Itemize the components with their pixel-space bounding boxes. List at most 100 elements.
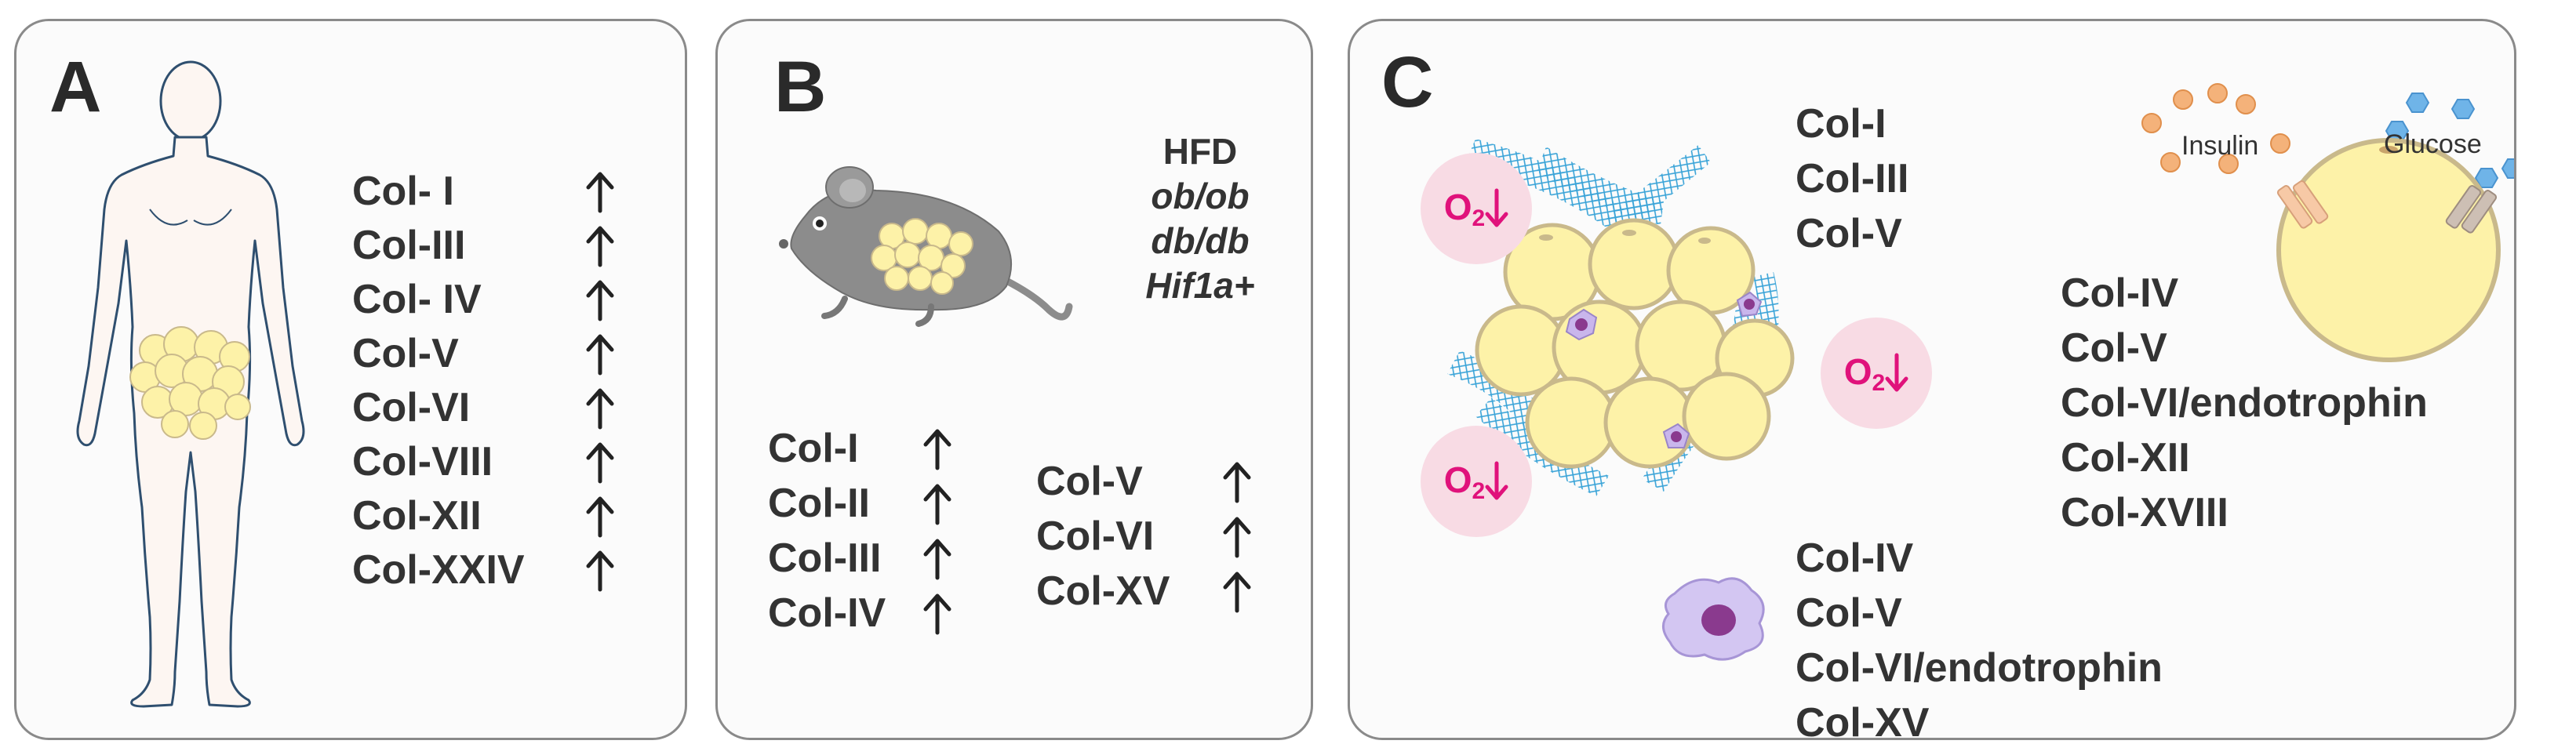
collagen-label: Col-III xyxy=(1796,156,1909,201)
up-arrow-icon xyxy=(586,226,614,267)
human-figure-icon xyxy=(76,60,305,708)
collagen-item: Col-V xyxy=(352,326,616,380)
panel-b-collagen-list-left: Col-I Col-II Col-III Col-IV xyxy=(768,421,953,641)
hypoxia-bubble-2: O2 xyxy=(1821,318,1932,429)
collagen-label: Col-V xyxy=(1796,590,1902,636)
collagen-item: Col-IV xyxy=(768,586,953,641)
collagen-label: Col-V xyxy=(352,330,459,376)
panel-b-collagen-list-right: Col-V Col-VI Col-XV xyxy=(1036,454,1253,619)
collagen-item: Col-IV xyxy=(1796,531,2163,586)
up-arrow-icon xyxy=(1223,572,1251,613)
up-arrow-icon xyxy=(1223,462,1251,503)
collagen-label: Col-V xyxy=(1796,211,1902,256)
insulin-glucose-diagram xyxy=(2141,83,2514,362)
insulin-label: Insulin xyxy=(2181,131,2259,161)
collagen-item: Col-VI xyxy=(352,380,616,434)
up-arrow-icon xyxy=(923,484,951,525)
collagen-label: Col-XII xyxy=(2061,435,2190,481)
collagen-item: Col-VI xyxy=(1036,509,1253,564)
up-arrow-icon xyxy=(923,593,951,635)
collagen-label: Col-VIII xyxy=(352,438,493,485)
collagen-item: Col-VIII xyxy=(352,434,616,488)
collagen-item: Col-V xyxy=(1036,454,1253,509)
model-ob-ob: ob/ob xyxy=(1151,176,1250,217)
collagen-item: Col-XII xyxy=(2061,430,2428,485)
collagen-label: Col-V xyxy=(2061,325,2167,371)
up-arrow-icon xyxy=(586,550,614,591)
model-hif1a: Hif1a+ xyxy=(1145,265,1255,307)
collagen-label: Col-III xyxy=(768,535,882,581)
collagen-label: Col-III xyxy=(352,222,466,268)
hypoxia-bubble-3: O2 xyxy=(1421,426,1532,537)
collagen-label: Col-XII xyxy=(352,492,482,539)
collagen-item: Col-XVIII xyxy=(2061,485,2428,540)
up-arrow-icon xyxy=(586,280,614,321)
collagen-item: Col-VI/endotrophin xyxy=(2061,376,2428,430)
mouse-model-list: HFD ob/ob db/db Hif1a+ xyxy=(1118,129,1283,308)
model-db-db: db/db xyxy=(1151,220,1250,262)
panel-letter-a: A xyxy=(49,47,102,127)
collagen-label: Col-VI xyxy=(352,384,471,430)
glucose-transporter xyxy=(2445,185,2498,234)
mouse-icon xyxy=(779,166,1073,327)
up-arrow-icon xyxy=(923,539,951,580)
collagen-item: Col-XV xyxy=(1036,564,1253,619)
up-arrow-icon xyxy=(923,429,951,470)
collagen-item: Col- I xyxy=(352,164,616,218)
collagen-item: Col-V xyxy=(1796,206,1908,261)
panel-a: A Col- I Col-III Col- IV Col-V Col-VI Col-VII… xyxy=(14,19,687,740)
glucose-label: Glucose xyxy=(2384,129,2482,159)
panel-c: C xyxy=(1348,19,2516,740)
interstitial-immune-cells xyxy=(1565,291,1763,448)
up-arrow-icon xyxy=(586,442,614,483)
collagen-label: Col-I xyxy=(768,426,859,471)
panel-letter-b: B xyxy=(774,47,827,127)
collagen-item: Col-III xyxy=(1796,151,1908,206)
collagen-label: Col- I xyxy=(352,168,454,214)
panel-letter-c: C xyxy=(1381,42,1434,122)
down-arrow-icon xyxy=(1485,188,1508,227)
adipocyte-cluster xyxy=(1475,218,1795,469)
panel-a-collagen-list: Col- I Col-III Col- IV Col-V Col-VI Col-VIII C… xyxy=(352,164,616,597)
up-arrow-icon xyxy=(586,172,614,212)
insulin-molecules xyxy=(2141,83,2290,174)
collagen-item: Col-XII xyxy=(352,488,616,543)
collagen-label: Col-IV xyxy=(1796,535,1914,581)
collagen-label: Col-VI/endotrophin xyxy=(2061,380,2428,426)
macrophage-icon xyxy=(1662,577,1765,661)
collagen-item: Col-IV xyxy=(2061,266,2428,321)
collagen-label: Col-XV xyxy=(1036,568,1170,614)
collagen-item: Col-I xyxy=(768,421,953,476)
collagen-label: Col-I xyxy=(1796,101,1887,147)
glucose-molecules xyxy=(2385,93,2514,188)
collagen-label: Col-V xyxy=(1036,459,1143,504)
collagen-label: Col-IV xyxy=(2061,270,2179,316)
collagen-item: Col-XV xyxy=(1796,695,2163,740)
up-arrow-icon xyxy=(586,496,614,537)
collagen-label: Col-II xyxy=(768,481,870,526)
collagen-item: Col-V xyxy=(2061,321,2428,376)
up-arrow-icon xyxy=(586,388,614,429)
collagen-item: Col-V xyxy=(1796,586,2163,641)
collagen-label: Col-XVIII xyxy=(2061,490,2229,535)
up-arrow-icon xyxy=(1223,517,1251,558)
hypoxia-bubble-1: O2 xyxy=(1421,153,1532,264)
collagen-item: Col-III xyxy=(768,531,953,586)
collagen-label: Col-XXIV xyxy=(352,546,525,593)
collagen-label: Col-VI xyxy=(1036,514,1155,559)
up-arrow-icon xyxy=(586,334,614,375)
collagen-label: Col-IV xyxy=(768,590,886,636)
collagen-item: Col-II xyxy=(768,476,953,531)
collagen-item: Col-III xyxy=(352,218,616,272)
down-arrow-icon xyxy=(1885,353,1908,392)
insulin-receptor xyxy=(2276,180,2329,229)
down-arrow-icon xyxy=(1485,461,1508,500)
collagen-label: Col- IV xyxy=(352,276,482,322)
collagen-label: Col-XV xyxy=(1796,700,1930,740)
fibrosis-collagen-list: Col-I Col-III Col-V xyxy=(1796,96,1908,261)
collagen-item: Col-I xyxy=(1796,96,1908,151)
collagen-label: Col-VI/endotrophin xyxy=(1796,645,2163,691)
